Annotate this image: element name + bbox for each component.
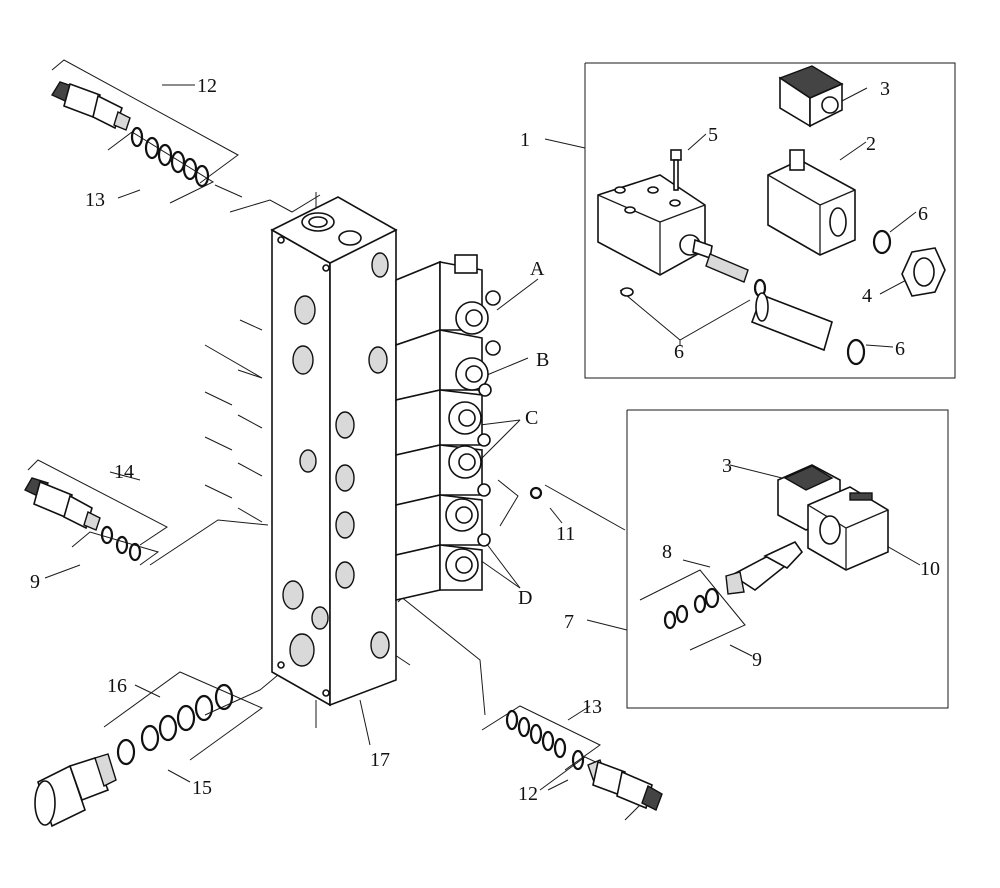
label-3-mid: 3 (722, 455, 732, 477)
label-C: C (525, 407, 538, 429)
label-10: 10 (920, 558, 940, 580)
label-1: 1 (520, 129, 530, 151)
label-12-top: 12 (197, 75, 217, 97)
label-4: 4 (862, 285, 872, 307)
label-6-a: 6 (918, 203, 928, 225)
label-13-bottom: 13 (582, 696, 602, 718)
solenoid-stack (395, 254, 501, 602)
label-8: 8 (662, 541, 672, 563)
label-D: D (518, 587, 532, 609)
leader-lines (44, 84, 921, 791)
label-13-top: 13 (85, 189, 105, 211)
cartridge-assembly-7 (529, 464, 889, 630)
solenoid-valve-assembly (597, 65, 946, 366)
manifold-body (270, 196, 398, 707)
label-16: 16 (107, 675, 127, 697)
callout-frames (27, 59, 956, 821)
label-2: 2 (866, 133, 876, 155)
label-17: 17 (370, 749, 390, 771)
plug-bottom-left (34, 683, 234, 828)
label-15: 15 (192, 777, 212, 799)
label-6-c: 6 (895, 338, 905, 360)
label-11: 11 (556, 523, 575, 545)
label-3-top: 3 (880, 78, 890, 100)
label-5: 5 (708, 124, 718, 146)
label-14: 14 (114, 461, 134, 483)
label-12-bottom: 12 (518, 783, 538, 805)
label-B: B (536, 349, 549, 371)
cartridge-valve-left (24, 477, 142, 562)
label-9-left: 9 (30, 571, 40, 593)
cartridge-valve-top-left (50, 81, 210, 188)
label-7: 7 (564, 611, 574, 633)
cartridge-valve-bottom-right (505, 709, 663, 811)
part-labels: 12 13 1 2 3 5 6 4 6 6 A B C D 11 3 8 10 … (30, 75, 940, 805)
label-6-b: 6 (674, 341, 684, 363)
label-9-right: 9 (752, 649, 762, 671)
label-A: A (530, 258, 545, 280)
